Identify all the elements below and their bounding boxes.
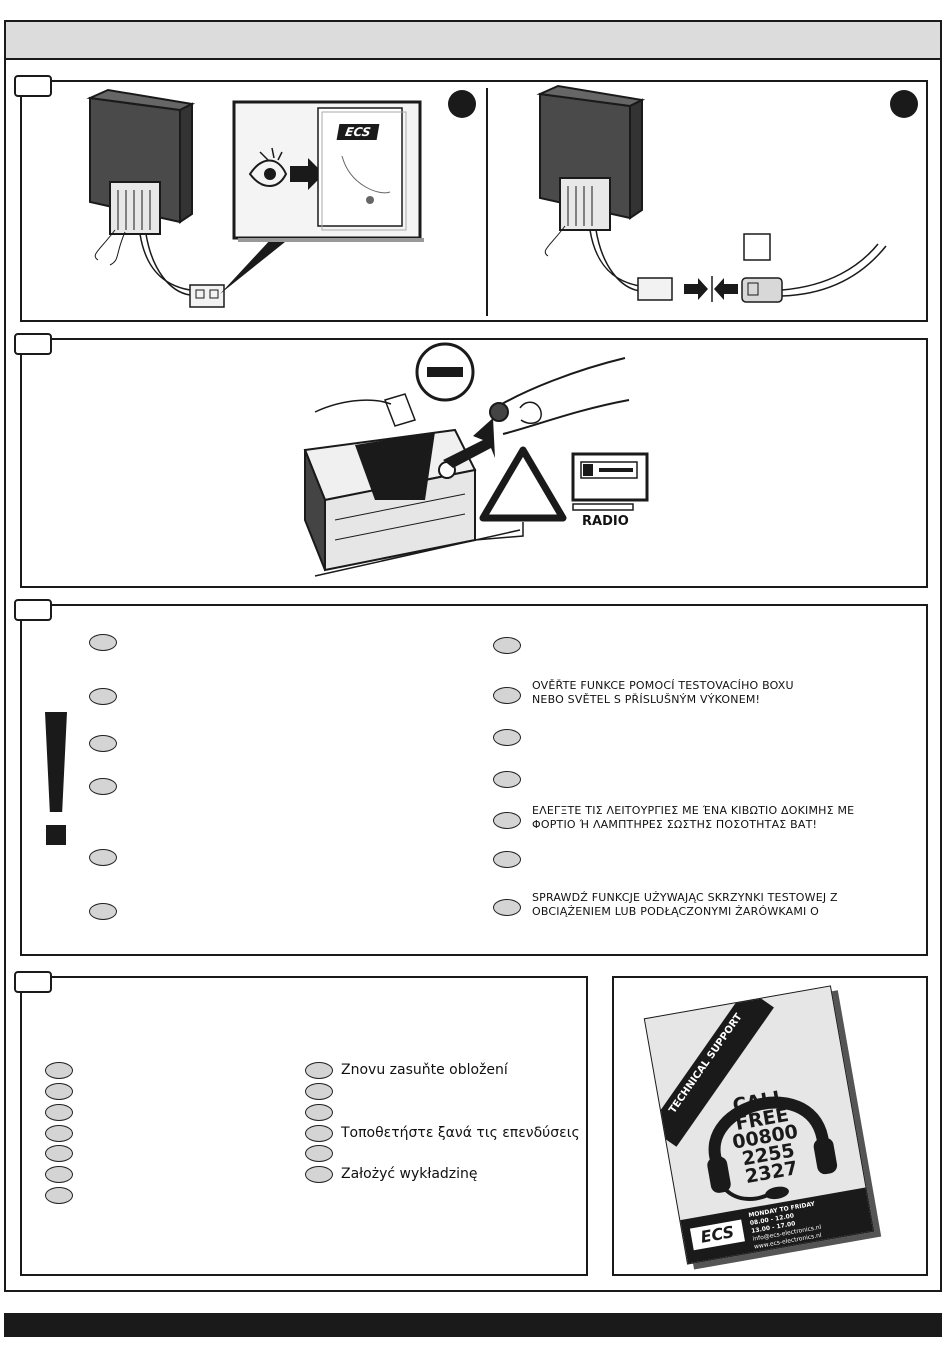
- reinstall-bullet: [305, 1104, 333, 1121]
- manual-logo-text: ECS: [344, 125, 372, 139]
- warning-bullet: [89, 634, 117, 651]
- reinstall-bullet: [305, 1083, 333, 1100]
- battery-illustration: [303, 342, 649, 577]
- warning-text: OVĚŘTE FUNKCE POMOCÍ TESTOVACÍHO BOXU NE…: [532, 679, 794, 706]
- reinstall-bullet: [45, 1125, 73, 1142]
- warning-exclamation-icon: [45, 712, 67, 812]
- warning-exclamation-dot: [46, 825, 66, 845]
- warning-bullet: [89, 688, 117, 705]
- step-1-panel: [20, 80, 928, 322]
- page-footer-bar: [4, 1313, 942, 1337]
- reinstall-bullet: [45, 1166, 73, 1183]
- panel-divider: [486, 88, 488, 316]
- reinstall-bullet: [305, 1062, 333, 1079]
- step-b-marker: [890, 90, 918, 118]
- warning-bullet: [493, 771, 521, 788]
- reinstall-bullet: [45, 1145, 73, 1162]
- support-panel: [612, 976, 928, 1276]
- reinstall-bullet: [305, 1166, 333, 1183]
- step-a-marker: [448, 90, 476, 118]
- step-2-panel: [20, 338, 928, 588]
- manual-logo: ECS: [336, 124, 380, 140]
- support-logo: ECS: [689, 1219, 745, 1251]
- headset-icon: [707, 1096, 838, 1201]
- step-4-tab: [14, 971, 52, 993]
- page-header-bar: [6, 22, 940, 60]
- warning-bullet: [89, 735, 117, 752]
- page-frame: [4, 20, 942, 1292]
- radio-label: RADIO: [582, 514, 629, 529]
- reinstall-bullet: [45, 1187, 73, 1204]
- warning-bullet: [493, 637, 521, 654]
- step-4-panel: [20, 976, 588, 1276]
- warning-text: ΕΛΕΓΞΤΕ ΤΙΣ ΛΕΙΤΟΥΡΓΙΕΣ ΜΕ ΈΝΑ ΚΙΒΩΤΙΟ Δ…: [532, 804, 855, 831]
- control-module-illustration: [86, 88, 225, 308]
- warning-bullet: [493, 899, 521, 916]
- warning-bullet: [493, 729, 521, 746]
- warning-bullet: [89, 778, 117, 795]
- reinstall-bullet: [45, 1083, 73, 1100]
- reinstall-text: Założyć wykładzinę: [341, 1166, 478, 1182]
- reinstall-bullet: [45, 1062, 73, 1079]
- reinstall-bullet: [45, 1104, 73, 1121]
- support-logo-text: ECS: [699, 1222, 736, 1247]
- step-3-tab: [14, 599, 52, 621]
- warning-bullet: [89, 903, 117, 920]
- reinstall-text: Τοποθετήστε ξανά τις επενδύσεις: [341, 1125, 580, 1141]
- warning-bullet: [493, 687, 521, 704]
- reinstall-bullet: [305, 1145, 333, 1162]
- control-module-illustration-2: [536, 84, 887, 303]
- step-3-panel: [20, 604, 928, 956]
- support-flyer: TECHNICAL SUPPORT CALL FREE 00800 2255 2…: [643, 985, 882, 1270]
- warning-bullet: [493, 812, 521, 829]
- reinstall-text: Znovu zasuňte obložení: [341, 1062, 508, 1078]
- warning-bullet: [493, 851, 521, 868]
- manual-callout: [220, 100, 424, 294]
- warning-bullet: [89, 849, 117, 866]
- reinstall-bullet: [305, 1125, 333, 1142]
- step-1-tab: [14, 75, 52, 97]
- step-2-tab: [14, 333, 52, 355]
- warning-text: SPRAWDŹ FUNKCJE UŻYWAJĄC SKRZYNKI TESTOW…: [532, 891, 838, 918]
